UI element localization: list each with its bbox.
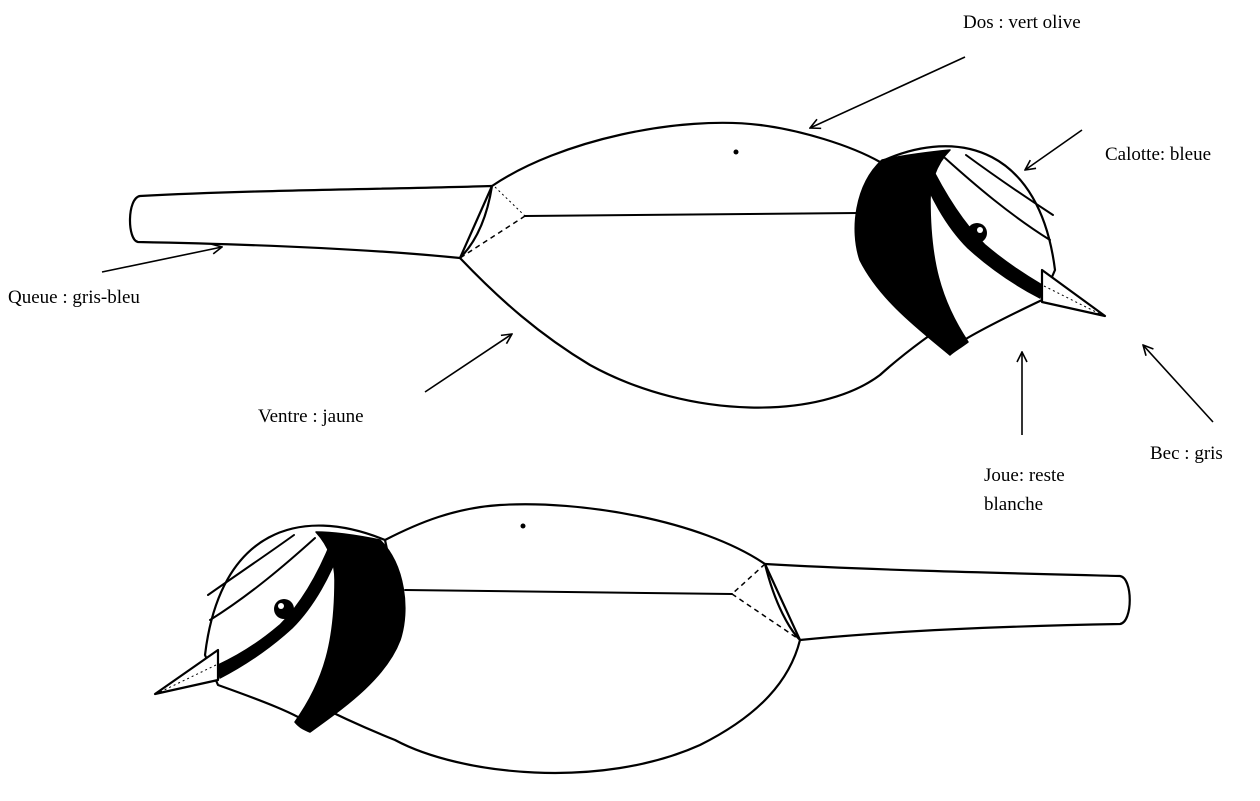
bird-top-eye [967,223,987,243]
bird-bottom-eye-highlight [278,603,284,609]
arrow-ventre [425,334,512,392]
arrow-bec [1143,345,1213,422]
label-queue: Queue : gris-bleu [8,287,140,308]
arrow-calotte [1025,130,1082,170]
bird-bottom-figure [155,504,1130,773]
label-dos: Dos : vert olive [963,12,1081,33]
arrow-dos [810,57,965,128]
label-joue-line2: blanche [984,494,1043,515]
label-joue-line1: Joue: reste [984,465,1065,486]
bird-top-eye-highlight [977,227,983,233]
label-ventre: Ventre : jaune [258,406,364,427]
bird-bottom-tail [765,564,1130,640]
label-bec: Bec : gris [1150,443,1223,464]
bird-bottom-back-dot [521,524,526,529]
bird-top-back-dot [734,150,739,155]
bird-top-tail [130,186,492,258]
bird-top-figure [130,123,1105,408]
label-calotte: Calotte: bleue [1105,144,1211,165]
arrow-queue [102,247,222,272]
bird-top-beak [1042,270,1105,316]
bird-bottom-eye [274,599,294,619]
bird-bottom-beak [155,650,218,694]
